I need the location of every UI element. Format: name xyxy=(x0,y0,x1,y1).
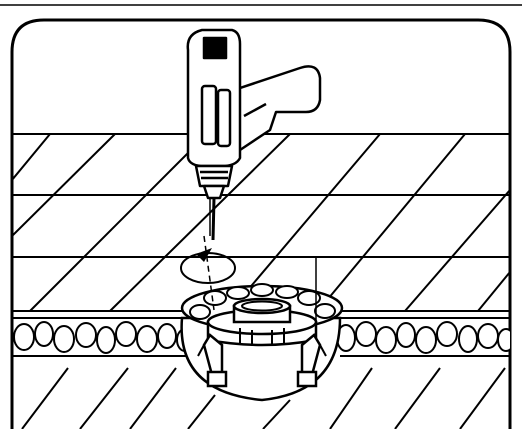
drill-icon xyxy=(186,28,322,241)
rotation-arrow-icon xyxy=(180,248,236,284)
floor-drain-icon xyxy=(180,283,344,402)
panel-frame xyxy=(10,18,512,429)
drill-guide-line xyxy=(203,235,215,311)
